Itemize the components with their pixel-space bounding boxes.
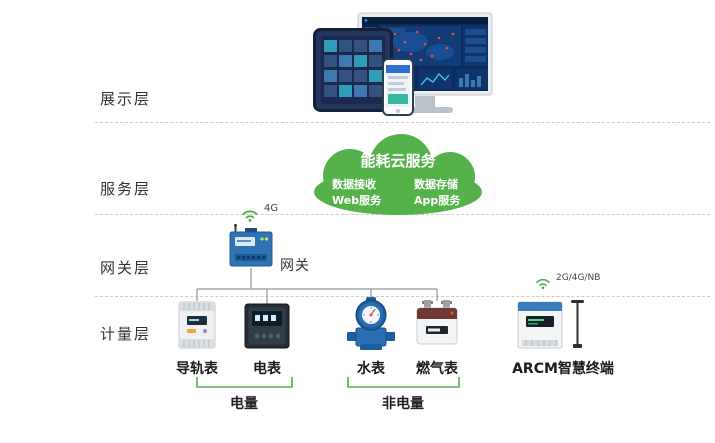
layer-label-service: 服务层 bbox=[100, 180, 152, 198]
gateway-device-icon bbox=[228, 224, 274, 268]
water-meter-icon bbox=[347, 296, 395, 352]
panel-energy-meter-icon bbox=[244, 303, 290, 349]
cloud-service-app: App服务 bbox=[414, 194, 461, 207]
phone-icon bbox=[382, 58, 414, 116]
meter-label-electric: 电表 bbox=[253, 361, 281, 377]
layer-divider-1 bbox=[95, 122, 710, 123]
group-label-non-electric: 非电量 bbox=[382, 396, 424, 412]
meter-label-arcm: ARCM智慧终端 bbox=[512, 361, 614, 377]
group-label-electric: 电量 bbox=[230, 396, 258, 412]
gateway-signal-label: 4G bbox=[264, 203, 279, 214]
cloud-service-web: Web服务 bbox=[332, 194, 382, 207]
gas-meter-icon bbox=[413, 300, 461, 346]
arcm-signal-label: 2G/4G/NB bbox=[556, 273, 601, 283]
din-rail-meter-icon bbox=[175, 300, 219, 350]
tablet-icon bbox=[313, 28, 393, 112]
arcm-terminal-icon bbox=[516, 298, 590, 352]
meter-label-din-rail: 导轨表 bbox=[176, 361, 218, 377]
gateway-label: 网关 bbox=[280, 258, 310, 274]
arcm-wifi-icon bbox=[534, 276, 552, 290]
gateway-wifi-icon bbox=[240, 207, 260, 223]
cloud-shape bbox=[298, 130, 498, 218]
group-bracket-non-electric bbox=[347, 377, 460, 388]
layer-label-gateway: 网关层 bbox=[100, 259, 152, 277]
cloud-service-data-storage: 数据存储 bbox=[414, 178, 458, 191]
layer-divider-3 bbox=[95, 296, 710, 297]
group-bracket-electric bbox=[196, 377, 293, 388]
cloud-title: 能耗云服务 bbox=[360, 152, 436, 170]
meter-label-gas: 燃气表 bbox=[416, 361, 458, 377]
layer-label-display: 展示层 bbox=[100, 90, 152, 108]
layer-label-metering: 计量层 bbox=[100, 325, 152, 343]
meter-label-water: 水表 bbox=[357, 361, 385, 377]
cloud-service-data-receive: 数据接收 bbox=[332, 178, 376, 191]
